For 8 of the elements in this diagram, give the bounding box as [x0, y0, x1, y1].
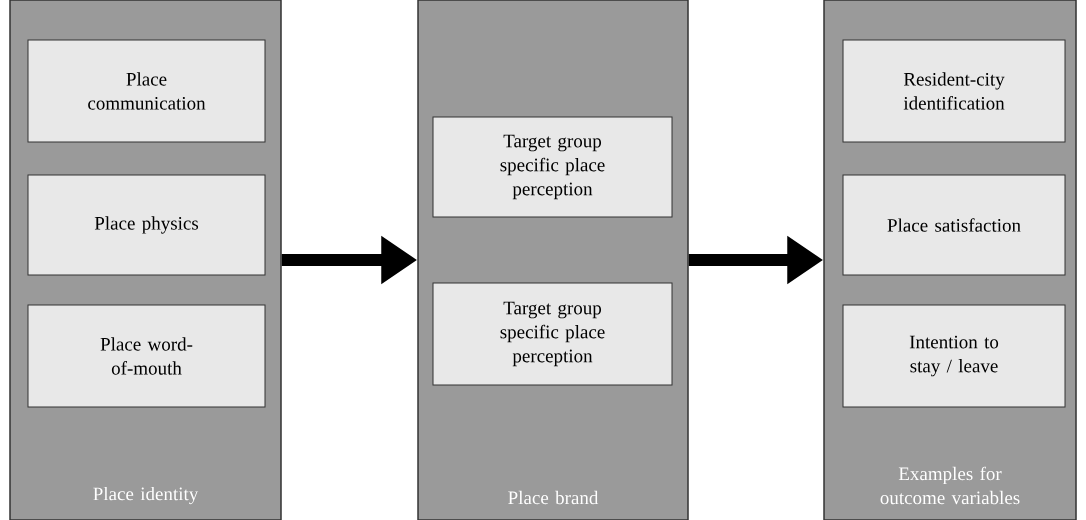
factor-box: Target group specific place perception	[432, 282, 673, 386]
factor-box: Place communication	[27, 39, 266, 143]
factor-box: Resident-city identification	[842, 39, 1066, 143]
factor-box: Target group specific place perception	[432, 116, 673, 218]
factor-box: Intention to stay / leave	[842, 304, 1066, 408]
factor-box: Place physics	[27, 174, 266, 276]
factor-box: Place satisfaction	[842, 174, 1066, 276]
factor-box: Place word-of-mouth	[27, 304, 266, 408]
